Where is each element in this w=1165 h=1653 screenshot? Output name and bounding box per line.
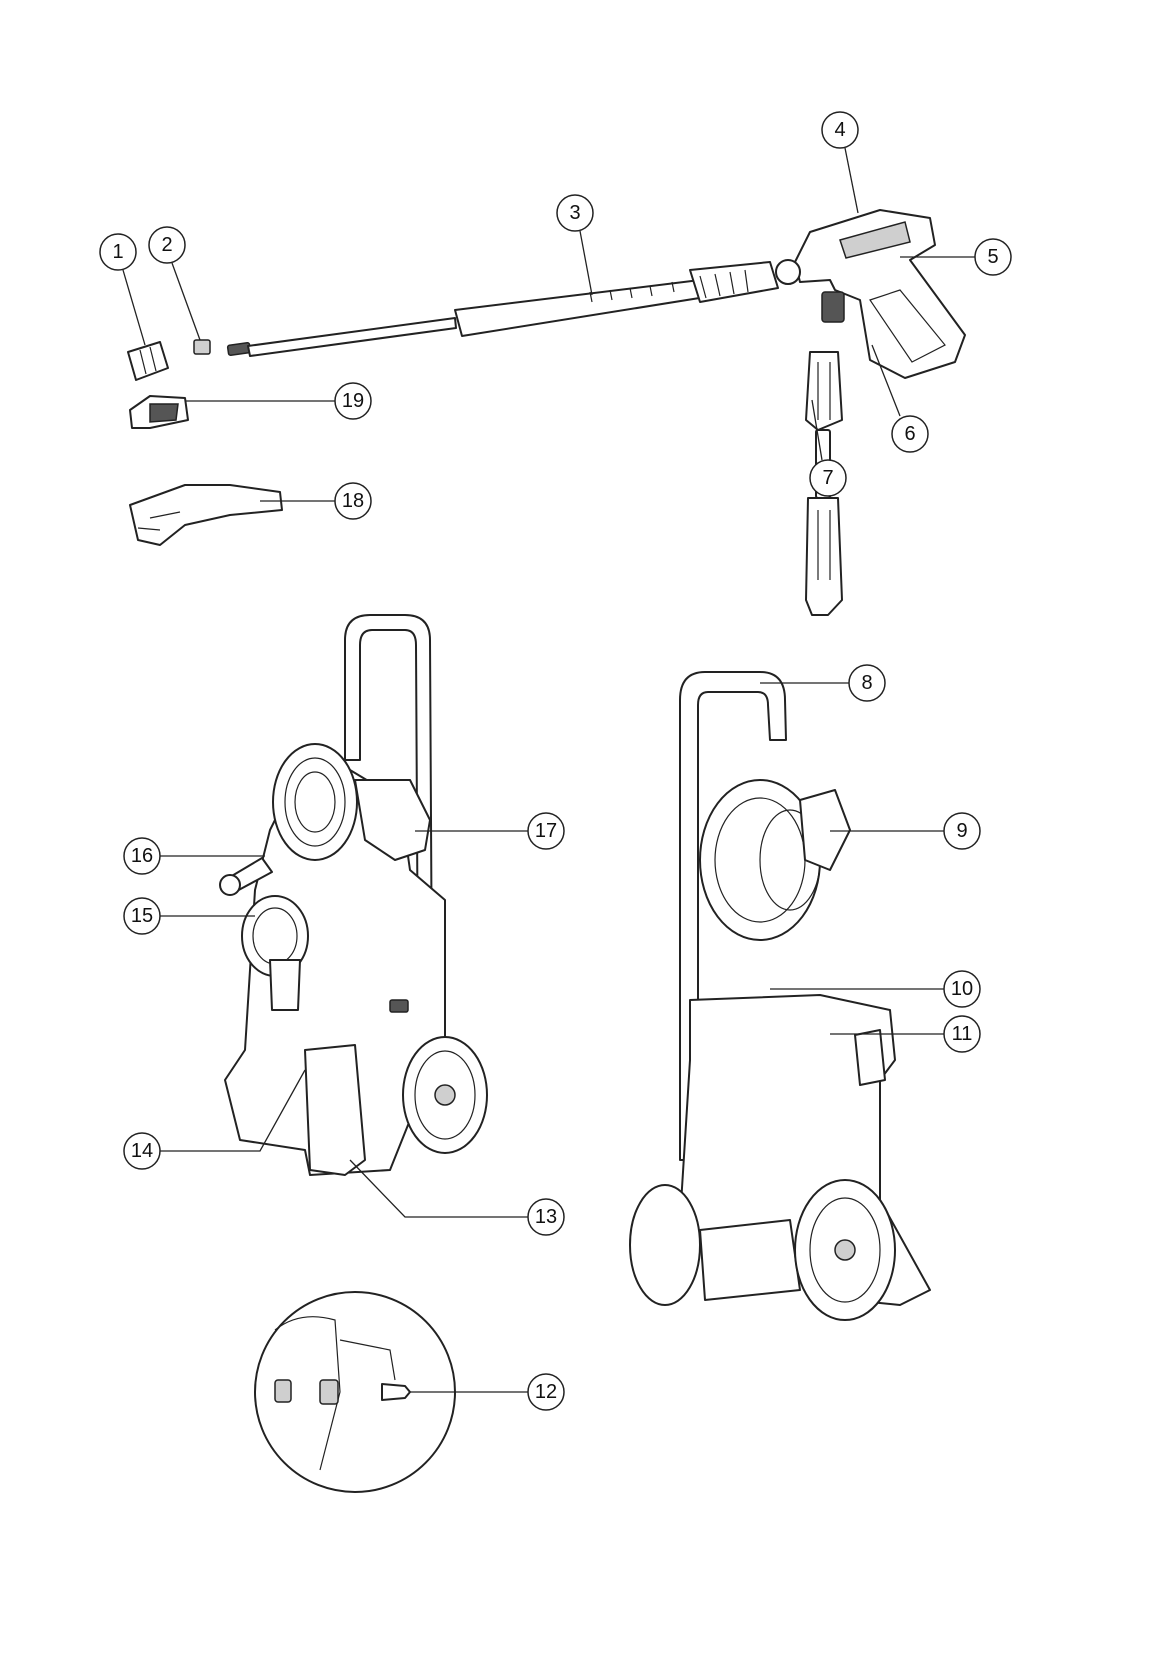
svg-text:16: 16 — [131, 845, 153, 867]
callout-17: 17 — [527, 812, 565, 850]
svg-text:3: 3 — [569, 202, 580, 224]
part-turbo-nozzle — [129, 395, 189, 429]
callout-12: 12 — [527, 1373, 565, 1411]
callout-11: 11 — [943, 1015, 981, 1053]
callout-3: 3 — [556, 194, 594, 232]
machine-front-view — [219, 614, 488, 1176]
callout-7: 7 — [809, 459, 847, 497]
callout-18: 18 — [334, 482, 372, 520]
svg-text:18: 18 — [342, 490, 364, 512]
callout-1: 1 — [99, 233, 137, 271]
callout-19: 19 — [334, 382, 372, 420]
svg-text:7: 7 — [822, 467, 833, 489]
svg-text:2: 2 — [161, 234, 172, 256]
svg-text:14: 14 — [131, 1140, 153, 1162]
machine-rear-view — [629, 671, 931, 1321]
leader-lines — [122, 147, 975, 1393]
callout-5: 5 — [974, 238, 1012, 276]
part-nozzle-cap — [127, 341, 169, 381]
svg-text:15: 15 — [131, 905, 153, 927]
callout-8: 8 — [848, 664, 886, 702]
callout-6: 6 — [891, 415, 929, 453]
svg-text:11: 11 — [952, 1023, 973, 1045]
svg-text:5: 5 — [987, 246, 998, 268]
svg-text:4: 4 — [834, 119, 845, 141]
svg-text:9: 9 — [956, 820, 967, 842]
svg-text:17: 17 — [535, 820, 557, 842]
part-trigger-gun — [775, 209, 966, 379]
svg-text:8: 8 — [861, 672, 872, 694]
callout-14: 14 — [123, 1132, 161, 1170]
callout-15: 15 — [123, 897, 161, 935]
svg-text:13: 13 — [535, 1206, 557, 1228]
callout-16: 16 — [123, 837, 161, 875]
callout-9: 9 — [943, 812, 981, 850]
svg-text:6: 6 — [904, 423, 915, 445]
part-lance — [226, 261, 779, 357]
callout-13: 13 — [527, 1198, 565, 1236]
callout-10: 10 — [943, 970, 981, 1008]
svg-text:19: 19 — [342, 390, 364, 412]
svg-text:1: 1 — [112, 241, 123, 263]
callout-4: 4 — [821, 111, 859, 149]
svg-text:12: 12 — [535, 1381, 557, 1403]
callout-2: 2 — [148, 226, 186, 264]
part-connector — [193, 339, 211, 355]
svg-text:10: 10 — [951, 978, 973, 1000]
part-flat-nozzle — [129, 484, 283, 546]
